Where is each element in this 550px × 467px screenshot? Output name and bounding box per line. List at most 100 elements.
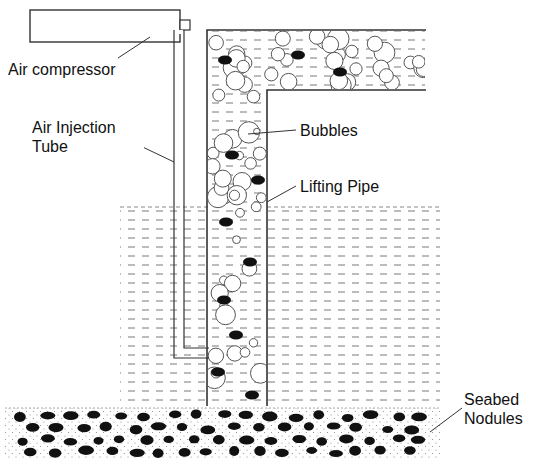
nodule — [289, 414, 304, 422]
bubble — [253, 147, 266, 160]
nodule — [404, 446, 416, 454]
nodule — [153, 449, 164, 458]
nodule — [87, 411, 100, 419]
part-label: Seabed Nodules — [462, 390, 546, 428]
nodule — [137, 413, 150, 422]
nodule — [404, 425, 419, 434]
nodule — [313, 410, 324, 419]
bubble — [238, 122, 259, 143]
nodule — [306, 447, 317, 454]
bubble — [412, 56, 425, 69]
nodule — [114, 435, 124, 443]
bubble — [237, 60, 249, 72]
pipe-water — [208, 31, 425, 405]
lifting-pipe-wall — [267, 90, 426, 406]
bubble — [227, 186, 246, 205]
nodule — [254, 446, 265, 456]
air-injection-tube — [184, 30, 209, 348]
part-label: Bubbles — [298, 121, 360, 140]
part-label: Air compressor — [6, 60, 118, 79]
nodule — [411, 412, 427, 421]
nodule — [293, 435, 307, 443]
bubble — [240, 348, 250, 358]
sea-surface — [120, 207, 440, 208]
bubble — [249, 339, 257, 347]
bubble — [256, 193, 266, 203]
nodule — [275, 449, 289, 457]
nodule — [49, 423, 64, 432]
leader-line — [430, 408, 462, 432]
nodule — [213, 435, 225, 444]
nodule — [49, 449, 62, 458]
nodule — [393, 434, 405, 442]
nodule — [229, 331, 243, 340]
bubble — [245, 158, 257, 170]
nodule — [217, 296, 231, 305]
nodule — [191, 410, 202, 419]
nodule — [251, 176, 265, 185]
nodule — [41, 434, 55, 442]
nodule — [177, 423, 187, 431]
nodule — [349, 423, 362, 432]
nodule — [364, 437, 375, 445]
bubble — [322, 36, 339, 53]
tube-joint — [175, 30, 183, 34]
bubble — [271, 48, 284, 61]
nodule — [253, 423, 264, 432]
nodule — [200, 426, 215, 435]
nodule — [228, 423, 241, 430]
nodule — [100, 422, 112, 432]
bubble — [350, 63, 362, 75]
bubbles — [204, 28, 433, 399]
nodule — [40, 412, 55, 420]
bubble — [226, 71, 245, 90]
bubble — [209, 35, 224, 50]
nodule — [189, 435, 200, 443]
nodule — [329, 450, 343, 457]
bubble — [229, 190, 239, 200]
nodule — [374, 446, 385, 455]
nodule — [219, 218, 233, 227]
nodule — [218, 410, 231, 418]
nodule — [200, 448, 212, 455]
bubble — [213, 89, 225, 101]
pipe-interior — [208, 31, 425, 405]
bubble — [214, 134, 233, 153]
bubble — [265, 68, 278, 81]
bubble — [280, 73, 297, 90]
nodule — [179, 448, 191, 457]
compressor-outlet — [180, 20, 190, 30]
seabed — [5, 408, 440, 460]
nodule — [64, 438, 78, 445]
nodule — [278, 422, 292, 431]
leader-line — [267, 186, 296, 202]
nodule — [218, 56, 232, 65]
nodule — [394, 412, 406, 421]
bubble — [367, 36, 382, 51]
nodule — [78, 446, 94, 455]
nodule — [211, 368, 225, 377]
nodule — [349, 446, 361, 456]
bubble — [326, 52, 343, 69]
nodule — [140, 435, 153, 445]
nodule — [130, 449, 145, 457]
bubble — [208, 348, 223, 363]
nodule — [265, 437, 278, 445]
nodule — [327, 422, 341, 429]
nodule — [243, 258, 257, 267]
nodule — [229, 446, 239, 456]
nodule — [26, 423, 39, 432]
nodule — [77, 424, 91, 432]
leader-line — [118, 37, 150, 58]
nodule — [333, 68, 347, 77]
part-label: Air Injection Tube — [30, 118, 144, 156]
nodule — [107, 447, 119, 455]
nodule — [363, 410, 379, 419]
nodule — [18, 438, 28, 446]
sea-water — [120, 207, 440, 406]
nodule — [14, 412, 26, 422]
bubble — [346, 45, 358, 57]
nodule — [304, 422, 314, 430]
nodule — [382, 426, 393, 433]
seabed-nodules — [14, 410, 427, 458]
